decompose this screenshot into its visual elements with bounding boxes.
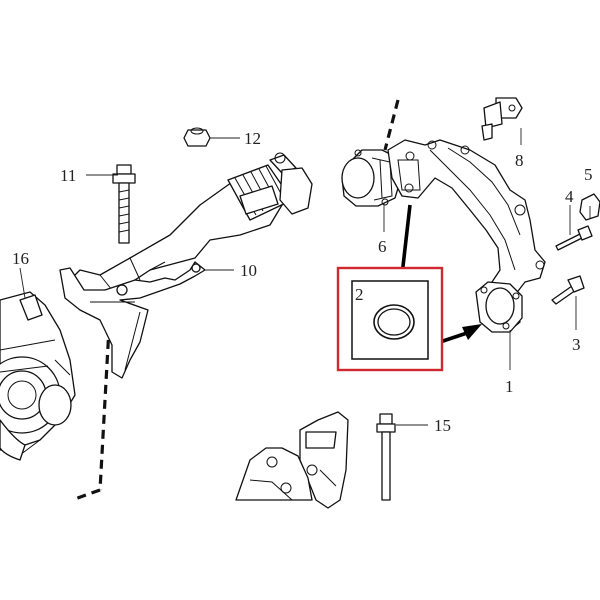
part-4-bolt xyxy=(555,225,593,251)
callout-1: 1 xyxy=(505,377,514,396)
lower-engine-casing xyxy=(235,411,349,509)
gasket-ring xyxy=(373,304,415,340)
callout-3: 3 xyxy=(572,335,581,354)
part-8-sensor xyxy=(481,97,523,141)
callout-11: 11 xyxy=(60,166,76,185)
part-1-intake-manifold xyxy=(387,139,546,333)
callout-labels: 1 2 3 4 5 6 8 10 11 12 15 16 xyxy=(12,129,593,435)
callout-2: 2 xyxy=(355,285,364,304)
callout-4: 4 xyxy=(565,187,574,206)
part-12-nut xyxy=(183,127,211,147)
callout-8: 8 xyxy=(515,151,524,170)
callout-10: 10 xyxy=(240,261,257,280)
part-6-flange-adaptor xyxy=(341,149,403,207)
leader-lines xyxy=(19,128,591,426)
callout-16: 16 xyxy=(12,249,29,268)
highlight-box-part-2 xyxy=(336,266,444,372)
callout-12: 12 xyxy=(244,129,261,148)
part-11-bolt xyxy=(112,164,136,244)
part-10-intake-pipe xyxy=(59,152,313,379)
part-16-throttle-body xyxy=(0,291,76,461)
callout-6: 6 xyxy=(378,237,387,256)
assembly-dashed-lines xyxy=(71,99,400,502)
part-15-bolt xyxy=(376,413,396,501)
callout-15: 15 xyxy=(434,416,451,435)
part-3-bolt xyxy=(551,275,585,305)
callout-5: 5 xyxy=(584,165,593,184)
